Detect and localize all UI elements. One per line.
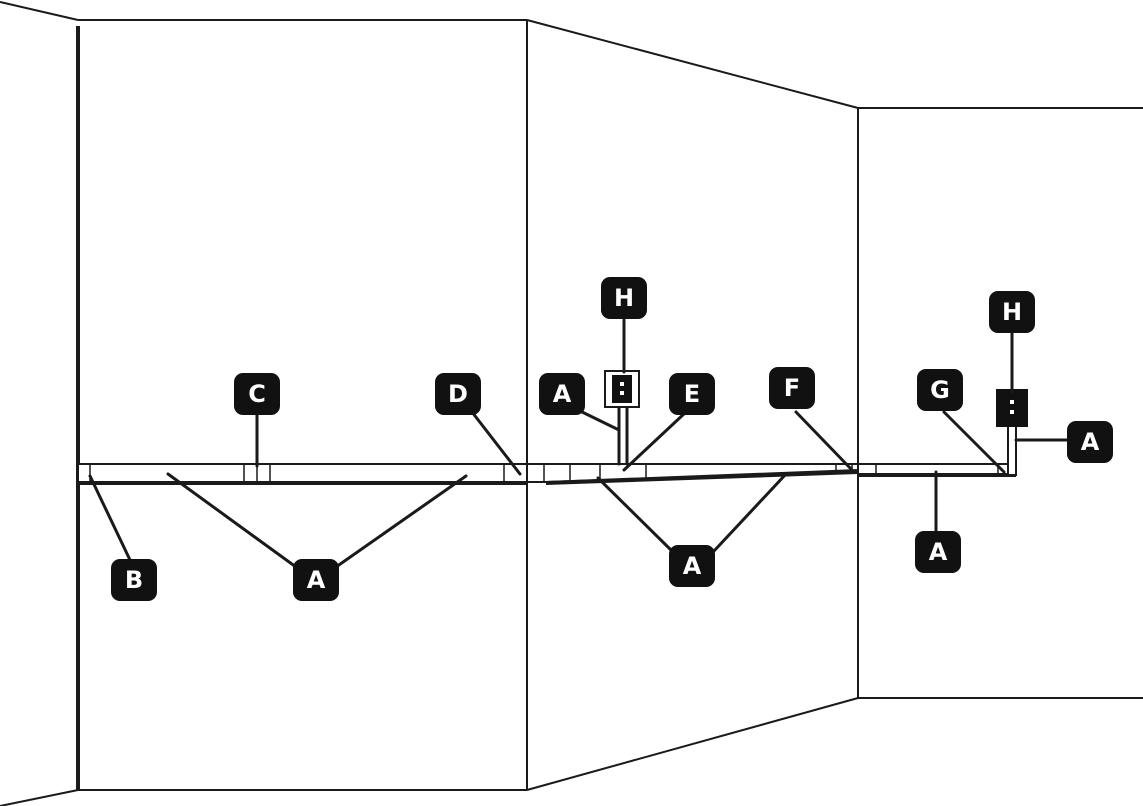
callout-a-left: A <box>293 559 339 601</box>
raceway-bottom-middle <box>545 470 859 485</box>
callout-h-right-bg <box>989 291 1035 333</box>
ceiling-edge-slanted <box>526 19 859 109</box>
floor-edge-slanted <box>526 697 859 791</box>
callout-c-bg <box>234 373 280 415</box>
device-box-middle <box>604 370 640 408</box>
device-box-middle-dot-2 <box>620 391 624 395</box>
callout-a-mid-bottom-label: A <box>683 552 702 580</box>
callout-h-right-label: H <box>1002 298 1022 326</box>
leader-e <box>622 410 688 472</box>
device-box-middle-inner <box>612 375 632 403</box>
callout-g: G <box>917 369 963 411</box>
callout-a-left-bg <box>293 559 339 601</box>
leader-a-left-2 <box>334 474 468 569</box>
leader-a-mid-top <box>576 408 621 432</box>
callout-c: C <box>234 373 280 415</box>
callout-f: F <box>769 367 815 409</box>
raceway-riser-right <box>1007 424 1017 476</box>
callout-e-bg <box>669 373 715 415</box>
callout-d: D <box>435 373 481 415</box>
callout-a-mid-top-label: A <box>553 380 572 408</box>
callout-f-label: F <box>784 374 800 402</box>
raceway-track <box>77 424 1017 485</box>
middle-riser <box>617 404 629 466</box>
device-box-right-dot-1 <box>1010 400 1014 404</box>
callout-c-label: C <box>248 380 266 408</box>
callout-a-left-label: A <box>307 566 326 594</box>
callout-e: E <box>669 373 715 415</box>
device-box-right <box>996 389 1028 427</box>
leader-a-mid-bottom-1 <box>596 476 674 553</box>
leader-d <box>470 410 522 476</box>
callout-b-left-label: B <box>125 566 143 594</box>
leader-lines <box>88 318 1070 569</box>
device-box-right-body <box>996 389 1028 427</box>
callout-a-right-bottom-label: A <box>929 538 948 566</box>
callout-h-mid-bg <box>601 277 647 319</box>
callout-h-mid-label: H <box>614 284 634 312</box>
leader-f <box>794 410 854 472</box>
callout-a-mid-top: A <box>539 373 585 415</box>
callout-a-mid-top-bg <box>539 373 585 415</box>
callout-h-mid: H <box>601 277 647 319</box>
device-box-middle-dot-1 <box>620 382 624 386</box>
callout-g-bg <box>917 369 963 411</box>
leader-a-mid-bottom-2 <box>712 472 788 553</box>
callout-b-left: B <box>111 559 157 601</box>
callout-g-label: G <box>930 376 950 404</box>
callout-a-mid-bottom-bg <box>669 545 715 587</box>
device-box-right-dot-2 <box>1010 410 1014 414</box>
leader-g <box>942 410 1006 474</box>
corner-fitting-d <box>503 463 545 483</box>
ceiling-edge-left <box>0 1 79 21</box>
callout-a-mid-bottom: A <box>669 545 715 587</box>
callout-e-label: E <box>684 380 700 408</box>
callout-b-left-bg <box>111 559 157 601</box>
callout-a-right-bottom-bg <box>915 531 961 573</box>
callout-f-bg <box>769 367 815 409</box>
callout-a-right-top-label: A <box>1081 428 1100 456</box>
callout-a-right-top-bg <box>1067 421 1113 463</box>
callout-d-bg <box>435 373 481 415</box>
floor-edge-left <box>0 789 79 806</box>
callout-a-right-bottom: A <box>915 531 961 573</box>
leader-b <box>88 474 132 562</box>
callout-d-label: D <box>448 380 468 408</box>
tee-fitting-e <box>599 463 647 481</box>
callout-a-right-top: A <box>1067 421 1113 463</box>
leader-a-left-1 <box>166 472 298 569</box>
callout-h-right: H <box>989 291 1035 333</box>
